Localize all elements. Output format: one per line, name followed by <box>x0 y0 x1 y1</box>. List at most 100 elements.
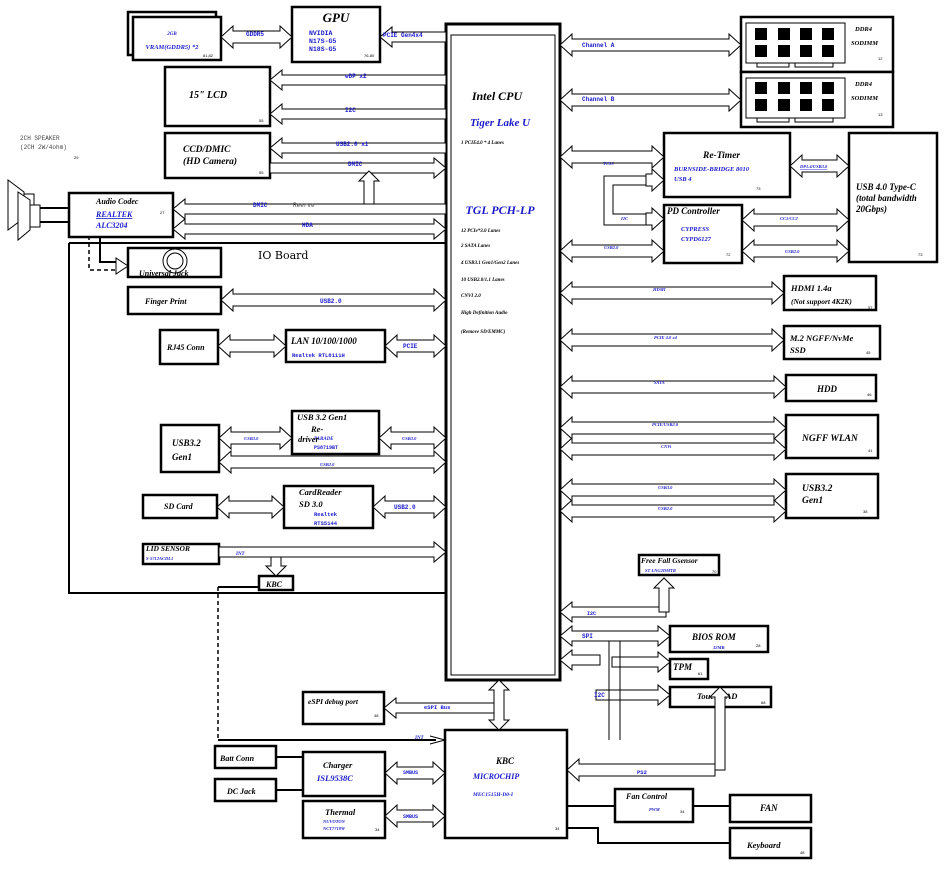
usb-left-block[interactable]: USB3.2 Gen1 <box>159 423 221 474</box>
usb-typec-block[interactable]: USB 4.0 Type-C (total bandwidth 20Gbps) … <box>847 131 939 264</box>
kbc-part: MEC1515H-D0-I <box>472 792 514 798</box>
gpu-page: 76-80 <box>364 53 375 58</box>
retimer-usb4: USB 4 <box>674 176 692 183</box>
retimer-block[interactable]: Re-Timer BURNSIDE-BRIDGE 8010 USB 4 73 <box>662 131 792 199</box>
speaker-page: 29 <box>74 155 79 160</box>
hdd-block[interactable]: HDD 46 <box>784 373 878 403</box>
thermal-page: 34 <box>375 827 380 832</box>
sd-card-block[interactable]: SD Card <box>141 493 219 520</box>
bios-title: BIOS ROM <box>691 632 737 642</box>
vram-size: 2GB <box>166 32 177 37</box>
kbc-small-block[interactable]: KBC <box>257 574 295 592</box>
espi-page: 48 <box>374 713 379 718</box>
ddr4-slot-a[interactable]: DDR4 SODIMM 12 <box>739 15 895 74</box>
i2c-touchpad-bus <box>559 648 601 672</box>
gpu-part: N18S-G5 <box>309 46 336 53</box>
espi-debug-block[interactable]: eSPI debug port 48 <box>301 690 386 726</box>
link-label: PCIE Gen4x4 <box>383 32 423 39</box>
pcie-gpu-bus <box>379 25 447 49</box>
redriver-part: PS8719BT <box>314 445 338 451</box>
link-label: PCIE <box>403 343 418 350</box>
thermal-block[interactable]: Thermal NUVOTON NCT7718W 34 <box>301 799 387 840</box>
tpm-block[interactable]: TPM 61 <box>668 657 710 681</box>
touchpad-ps2-bus <box>708 686 732 771</box>
usb-fingerprint-bus <box>220 287 447 313</box>
link-label: eSPI Bus <box>424 704 450 711</box>
cardreader-bus <box>372 494 447 520</box>
smbus-charger-bus <box>384 760 446 786</box>
ssd-block[interactable]: M.2 NGFF/NvMe SSD 45 <box>782 324 882 361</box>
usb-left-subtitle: Gen1 <box>172 452 192 462</box>
link-label: USB2.0 <box>785 249 800 254</box>
ddr-b-page: 13 <box>878 112 883 117</box>
link-label: USB2.0 x1 <box>336 141 369 148</box>
kbc-vendor: MICROCHIP <box>472 772 519 781</box>
cardreader-block[interactable]: CardReader SD 3.0 Realtek RTS5144 <box>282 484 375 530</box>
link-label: PCIE/USB2.0 <box>652 422 679 427</box>
pd-page: 72 <box>726 252 731 257</box>
thermal-part: NCT7718W <box>322 826 346 831</box>
gsensor-up-bus <box>652 577 676 613</box>
dmic-reserve-bus <box>357 170 381 206</box>
kbc-block[interactable]: KBC MICROCHIP MEC1515H-D0-I 34 <box>443 728 569 840</box>
dc-jack-block[interactable]: DC Jack <box>213 777 278 803</box>
thermal-vendor: NUVOTON <box>322 819 346 824</box>
kbc-title: KBC <box>495 756 515 766</box>
i2c-retimer-head <box>645 167 665 193</box>
gpu-block[interactable]: GPU NVIDIA N17S-G5 N18S-G5 76-80 <box>290 5 382 64</box>
batt-label: Batt Conn <box>219 754 255 763</box>
finger-print-block[interactable]: Finger Print <box>126 285 223 316</box>
keyboard-label: Keyboard <box>746 840 781 850</box>
cpu-block[interactable]: Intel CPU Tiger Lake U 1 PCIE4.0 * 4 Lan… <box>444 22 562 682</box>
pd-controller-block[interactable]: PD Controller CYPRESS CYPD6127 72 <box>662 203 744 265</box>
typec-page: 73 <box>918 252 923 257</box>
usb2-left-bus <box>218 449 447 475</box>
charger-block[interactable]: Charger ISL9538C <box>301 750 387 798</box>
keyboard-block[interactable]: Keyboard 48 <box>728 826 813 860</box>
gsensor-block[interactable]: Free Fall Gsensor ST LNG2DMTR 70 <box>637 553 721 577</box>
audio-codec-block[interactable]: Audio Codec REALTEK ALC3204 27 <box>67 191 175 239</box>
link-label: USB3.0 <box>658 485 673 490</box>
memory-chip-icon <box>755 82 834 111</box>
hda-bus <box>172 217 447 241</box>
typec-title: USB 4.0 Type-C <box>856 182 917 192</box>
pch-note: 2 SATA Lanes <box>460 244 490 249</box>
batt-conn-block[interactable]: Batt Conn <box>213 744 278 770</box>
fan-control-block[interactable]: Fan Control PWM 34 <box>613 787 695 824</box>
bios-page: 28 <box>756 643 761 648</box>
fan-control-page: 34 <box>680 809 685 814</box>
hdmi-block[interactable]: HDMI 1.4a (Not support 4K2K) 57 <box>782 274 878 312</box>
i2c-lcd-bus <box>269 102 447 126</box>
rj45-bus <box>217 333 287 359</box>
dp-usb-bus <box>789 153 850 179</box>
bios-rom-block[interactable]: BIOS ROM 32MB 28 <box>668 624 770 654</box>
redriver-block[interactable]: USB 3.2 Gen1 Re- PARADE driver PS8719BT <box>290 409 381 456</box>
fan-block[interactable]: FAN <box>728 793 813 824</box>
wlan-block[interactable]: NGFF WLAN 41 <box>784 413 880 460</box>
link-label: SMBUS <box>403 770 418 776</box>
speaker-spec: (2CH 2W/4ohm) <box>20 144 67 151</box>
ccd-subtitle: (HD Camera) <box>183 156 237 167</box>
pch-note: 10 USB2.0/1.1 Lanes <box>461 278 505 283</box>
usb3-redriver-cpu-bus <box>378 425 447 451</box>
cardreader-sd: SD 3.0 <box>299 499 323 509</box>
ddr-b-type: DDR4 <box>854 81 873 88</box>
lan-block[interactable]: LAN 10/100/1000 Realtek RTL8111H <box>284 328 387 364</box>
vram-block[interactable]: 2GB VRAM(GDDR5) *2 81,82 <box>126 10 223 62</box>
lcd-block[interactable]: 15" LCD 55 <box>163 65 272 128</box>
retimer-page: 73 <box>756 186 761 191</box>
ccd-title: CCD/DMIC <box>183 145 231 155</box>
lid-sensor-block[interactable]: LID SENSOR S-5712ACDL1 <box>141 542 221 566</box>
link-label: DP1.4/USB3.0 <box>799 164 828 169</box>
lcd-page: 55 <box>259 118 264 123</box>
link-label: PS2 <box>637 769 647 776</box>
spi-bus <box>559 624 671 648</box>
ccd-page: 55 <box>259 170 264 175</box>
universal-jack-block[interactable]: Universal Jack <box>88 236 223 279</box>
rj45-block[interactable]: RJ45 Conn <box>158 328 220 366</box>
ccd-block[interactable]: CCD/DMIC (HD Camera) 55 <box>163 131 272 180</box>
usb-right-page: 38 <box>863 509 868 514</box>
usb-left-title: USB3.2 <box>172 438 201 448</box>
usb-right-block[interactable]: USB3.2 Gen1 38 <box>784 472 880 520</box>
ddr4-slot-b[interactable]: DDR4 SODIMM 13 <box>739 70 895 129</box>
